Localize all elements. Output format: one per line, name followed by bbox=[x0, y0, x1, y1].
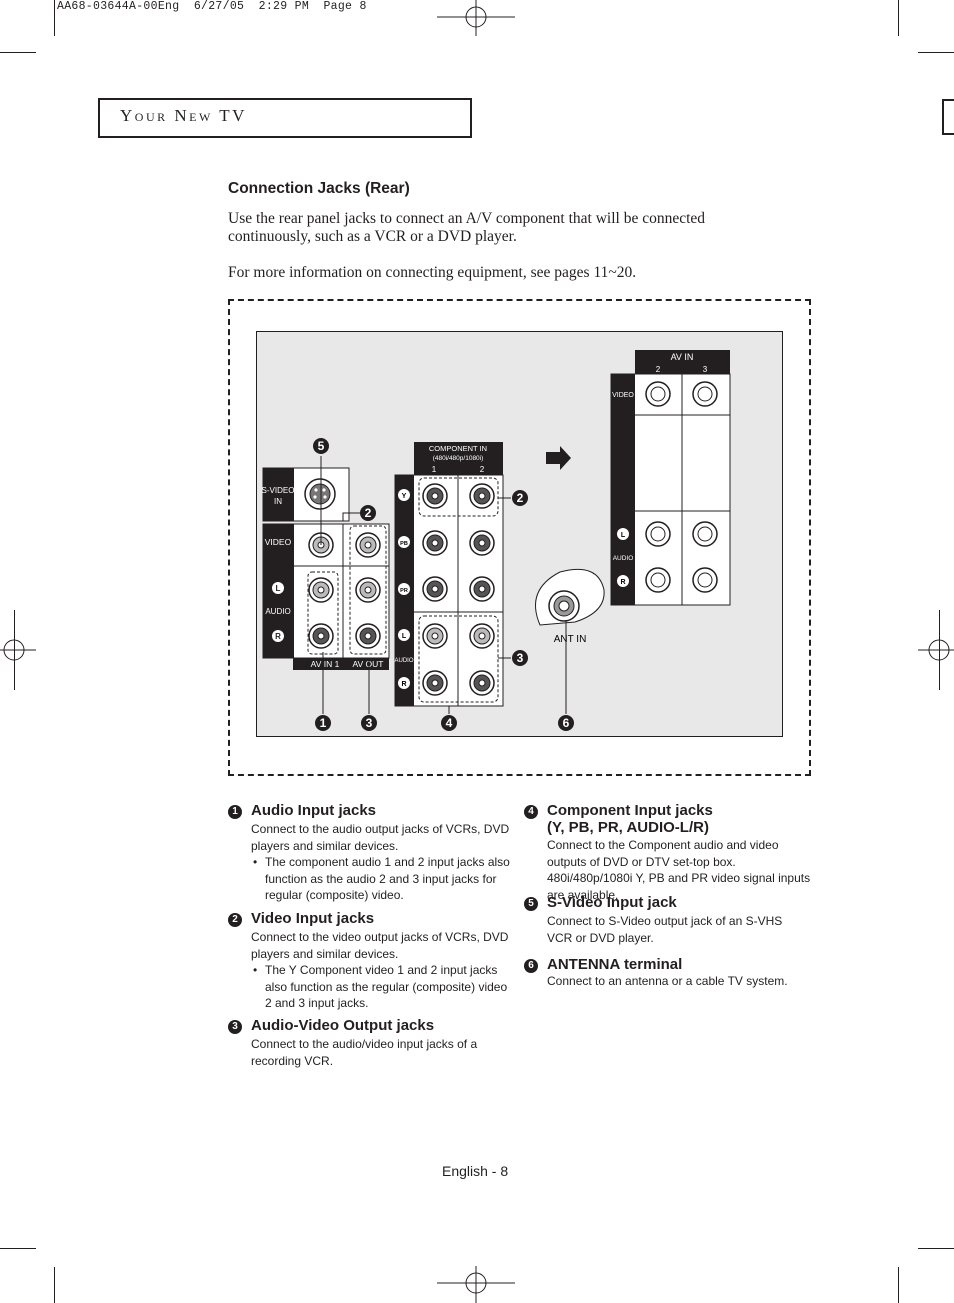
item-text: Connect to the audio output jacks of VCR… bbox=[251, 822, 510, 853]
callout-6: 6 bbox=[558, 715, 574, 731]
video-label: VIDEO bbox=[265, 537, 292, 547]
ant-in-label: ANT IN bbox=[554, 634, 587, 645]
callout-2: 2 bbox=[360, 505, 376, 521]
crop-mark bbox=[54, 0, 55, 36]
callout-5: 5 bbox=[313, 438, 329, 454]
item-text: Connect to the audio/video input jacks o… bbox=[251, 1037, 478, 1068]
item-body: Connect to the Component audio and video… bbox=[547, 837, 813, 903]
av-in-1-label: AV IN 1 bbox=[311, 659, 340, 669]
intro-paragraph: For more information on connecting equip… bbox=[228, 264, 637, 281]
crop-mark bbox=[918, 52, 954, 53]
audio-label: AUDIO bbox=[613, 555, 634, 562]
component-col-2: 2 bbox=[480, 465, 485, 474]
crop-mark bbox=[54, 1267, 55, 1303]
item-body: Connect to an antenna or a cable TV syst… bbox=[547, 973, 809, 990]
crop-mark bbox=[898, 1267, 899, 1303]
callout-1: 1 bbox=[315, 715, 331, 731]
audio-label: AUDIO bbox=[394, 658, 413, 664]
svideo-label: IN bbox=[274, 497, 282, 506]
crop-mark bbox=[0, 1248, 36, 1249]
item-title: Audio-Video Output jacks bbox=[251, 1017, 435, 1034]
video-label: VIDEO bbox=[612, 392, 634, 399]
crop-mark bbox=[918, 1248, 954, 1249]
item-number: 3 bbox=[228, 1020, 242, 1034]
crop-mark bbox=[898, 0, 899, 36]
svg-text:2: 2 bbox=[365, 506, 372, 520]
component-col-1: 1 bbox=[432, 465, 437, 474]
figure-frame bbox=[228, 299, 811, 776]
item-text: Connect to the Component audio and video… bbox=[547, 838, 811, 902]
callout-4: 4 bbox=[441, 715, 457, 731]
svg-text:5: 5 bbox=[318, 439, 325, 453]
svideo-label: S-VIDEO bbox=[262, 486, 295, 495]
svg-text:2: 2 bbox=[517, 491, 524, 505]
av-out-label: AV OUT bbox=[352, 659, 383, 669]
page-heading: Connection Jacks (Rear) bbox=[228, 180, 410, 197]
callout-3: 3 bbox=[512, 650, 528, 666]
svideo-label-bg bbox=[263, 468, 294, 521]
left-badge: L bbox=[621, 532, 626, 539]
item-number: 5 bbox=[524, 897, 538, 911]
descriptions-right: 4 Component Input jacks (Y, PB, PR, AUDI… bbox=[524, 0, 824, 1100]
page-tab bbox=[942, 99, 954, 135]
item-title: ANTENNA terminal bbox=[547, 956, 683, 973]
right-badge: R bbox=[275, 632, 281, 641]
svg-text:6: 6 bbox=[563, 716, 570, 730]
callout-3: 3 bbox=[361, 715, 377, 731]
svg-text:4: 4 bbox=[446, 716, 453, 730]
component-res-label: (480i/480p/1080i) bbox=[433, 455, 484, 462]
item-title: Component Input jacks bbox=[547, 802, 713, 819]
svg-text:3: 3 bbox=[366, 716, 373, 730]
callout-2: 2 bbox=[512, 490, 528, 506]
y-badge: Y bbox=[402, 493, 407, 500]
item-body: Connect to S-Video output jack of an S-V… bbox=[547, 913, 809, 946]
right-badge: R bbox=[620, 579, 625, 586]
pr-badge: PR bbox=[400, 588, 408, 594]
item-number: 2 bbox=[228, 913, 242, 927]
svg-text:1: 1 bbox=[320, 716, 327, 730]
svideo-jack[interactable] bbox=[304, 478, 336, 510]
av-col-2: 2 bbox=[656, 365, 661, 374]
section-title-box bbox=[98, 98, 472, 138]
crop-mark bbox=[0, 52, 36, 53]
intro-text: Use the rear panel jacks to connect an A… bbox=[228, 210, 768, 300]
item-title-line-2: (Y, PB, PR, AUDIO-L/R) bbox=[547, 819, 709, 836]
page-footer: English - 8 bbox=[442, 1163, 509, 1179]
audio-label: AUDIO bbox=[265, 607, 290, 616]
section-title: Your New TV bbox=[120, 106, 247, 125]
av-in-label: AV IN bbox=[671, 352, 694, 362]
item-number: 6 bbox=[524, 959, 538, 973]
av-col-3: 3 bbox=[703, 365, 708, 374]
item-body: Connect to the audio output jacks of VCR… bbox=[251, 821, 516, 904]
item-title: S-Video Input jack bbox=[547, 894, 677, 911]
descriptions-left: 1 Audio Input jacks Connect to the audio… bbox=[228, 0, 528, 1100]
item-number: 4 bbox=[524, 805, 538, 819]
item-text: Connect to an antenna or a cable TV syst… bbox=[547, 974, 788, 988]
rear-panel-diagram: S-VIDEO IN VIDEO L AUDIO R AV IN 1 AV OU… bbox=[262, 350, 731, 731]
svg-text:3: 3 bbox=[517, 651, 524, 665]
item-number: 1 bbox=[228, 805, 242, 819]
item-bullet: The component audio 1 and 2 input jacks … bbox=[251, 854, 516, 904]
print-header: AA68-03644A-00Eng 6/27/05 2:29 PM Page 8 bbox=[57, 0, 367, 13]
right-badge: R bbox=[401, 681, 406, 688]
arrow-right-icon bbox=[546, 446, 571, 470]
item-body: Connect to the video output jacks of VCR… bbox=[251, 929, 516, 1012]
left-badge: L bbox=[402, 633, 407, 640]
left-badge: L bbox=[276, 584, 281, 593]
item-title: Audio Input jacks bbox=[251, 802, 377, 819]
item-bullet: The Y Component video 1 and 2 input jack… bbox=[251, 962, 516, 1012]
intro-paragraph: Use the rear panel jacks to connect an A… bbox=[228, 210, 706, 245]
item-title: Video Input jacks bbox=[251, 910, 375, 927]
pb-badge: PB bbox=[400, 541, 408, 547]
item-text: Connect to S-Video output jack of an S-V… bbox=[547, 914, 783, 945]
item-text: Connect to the video output jacks of VCR… bbox=[251, 930, 509, 961]
component-in-label: COMPONENT IN bbox=[429, 444, 487, 453]
antenna-terminal[interactable] bbox=[535, 568, 605, 626]
item-body: Connect to the audio/video input jacks o… bbox=[251, 1036, 491, 1069]
